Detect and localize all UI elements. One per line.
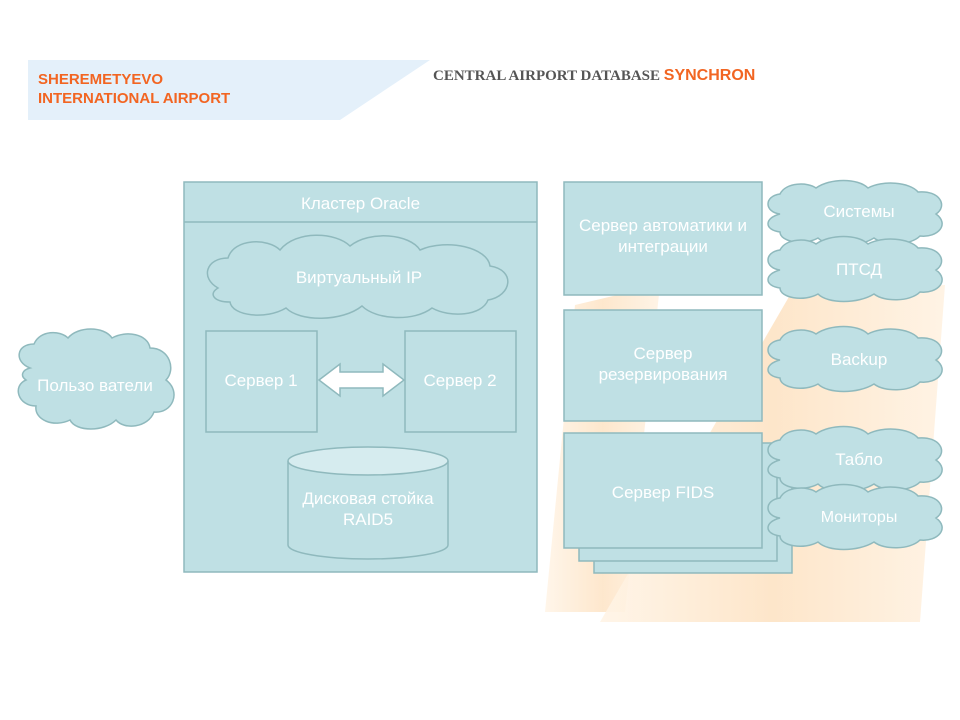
cloud-backup-label: Backup <box>830 349 888 369</box>
server-fids-label: Сервер FIDS <box>611 482 715 502</box>
org-name: SHEREMETYEVO INTERNATIONAL AIRPORT <box>38 70 230 108</box>
users-label: Пользо ватели <box>37 375 153 395</box>
cloud-monitors <box>767 483 943 551</box>
page-title: CENTRAL AIRPORT DATABASE SYNCHRON <box>433 67 755 85</box>
cloud-tablo-label: Табло <box>835 449 883 469</box>
cloud-monitors-label: Мониторы <box>820 508 898 526</box>
server-fids-box <box>563 432 763 549</box>
server-automation-box <box>563 181 763 296</box>
server-1-label: Сервер 1 <box>224 370 298 390</box>
disk-storage-top <box>287 446 449 476</box>
users-cloud <box>17 328 175 430</box>
org-name-line1: SHEREMETYEVO <box>38 71 164 88</box>
page-title-accent: SYNCHRON <box>663 67 756 84</box>
disk-storage-cylinder <box>287 461 449 560</box>
cloud-ptsd-label: ПТСД <box>835 259 883 279</box>
cluster-title: Кластер Oracle <box>300 193 421 213</box>
virtual-ip-cloud <box>206 234 509 319</box>
cloud-systems-label: Системы <box>823 201 895 221</box>
cloud-backup <box>767 325 943 393</box>
disk-storage-label: Дисковая стойка RAID5 <box>302 489 434 529</box>
header-banner <box>28 60 430 120</box>
org-name-line2: INTERNATIONAL AIRPORT <box>38 90 231 107</box>
replication-arrow <box>317 362 406 398</box>
page-title-main: CENTRAL AIRPORT DATABASE <box>433 68 661 84</box>
server-1-box <box>205 330 318 433</box>
virtual-ip-label: Виртуальный IP <box>295 267 423 287</box>
server-reservation-box <box>563 309 763 422</box>
server-2-box <box>404 330 517 433</box>
cloud-ptsd <box>767 235 943 303</box>
server-automation-label: Сервер автоматики и интеграции <box>578 216 748 256</box>
server-2-label: Сервер 2 <box>423 370 497 390</box>
server-reservation-label: Сервер резервирования <box>598 344 728 384</box>
